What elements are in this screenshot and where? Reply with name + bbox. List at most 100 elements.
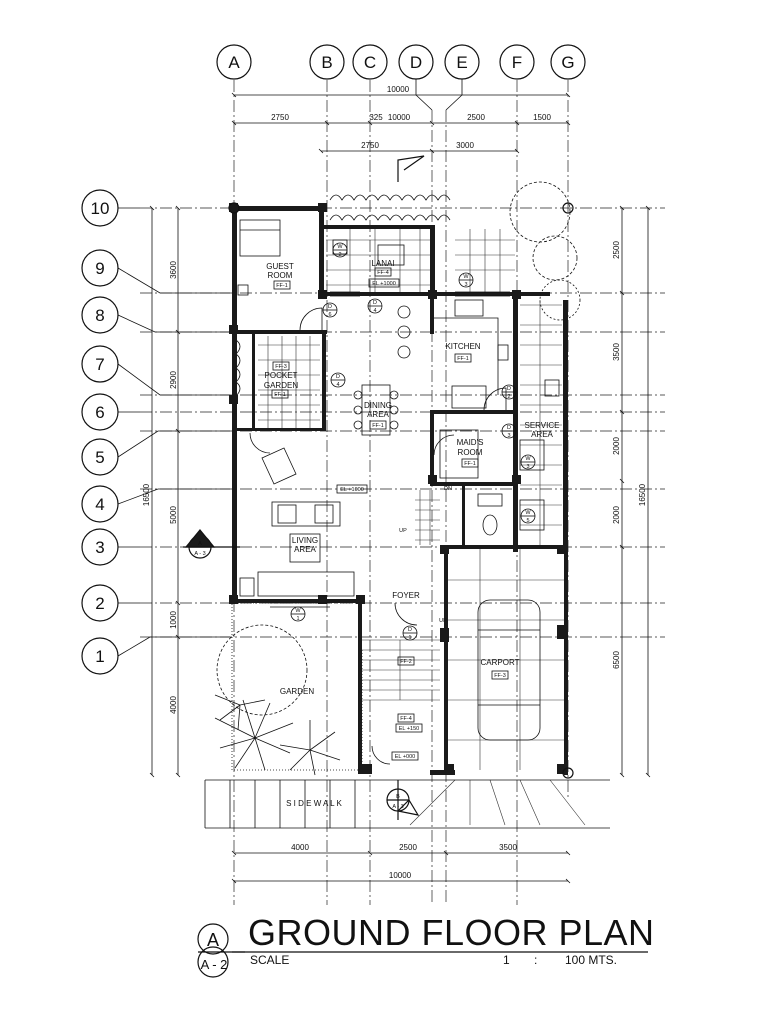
row-bubble-7: 7 bbox=[81, 345, 119, 383]
svg-text:4: 4 bbox=[95, 495, 104, 514]
svg-text:W: W bbox=[525, 510, 531, 516]
svg-text:7: 7 bbox=[95, 355, 104, 374]
room-guest-label-1: GUEST bbox=[266, 262, 294, 271]
drawing-title: GROUND FLOOR PLAN bbox=[248, 912, 655, 953]
door-tag: D 1 bbox=[402, 625, 418, 641]
room-carport-label: CARPORT bbox=[481, 658, 520, 667]
svg-text:5: 5 bbox=[95, 448, 104, 467]
furniture bbox=[237, 219, 560, 765]
svg-text:FF-1: FF-1 bbox=[276, 283, 288, 289]
door-tag: D 4 bbox=[367, 298, 383, 314]
svg-text:A: A bbox=[228, 53, 240, 72]
svg-text:B: B bbox=[321, 53, 332, 72]
svg-text:2: 2 bbox=[338, 252, 341, 258]
svg-text:2750: 2750 bbox=[271, 113, 289, 122]
svg-text:1: 1 bbox=[95, 647, 104, 666]
svg-text:D: D bbox=[336, 374, 340, 380]
right-dimensions: 2500 3500 2000 2000 6500 16500 bbox=[612, 205, 651, 778]
svg-text:6500: 6500 bbox=[612, 651, 621, 669]
svg-text:FF-2: FF-2 bbox=[400, 659, 412, 665]
svg-text:3: 3 bbox=[507, 433, 510, 439]
svg-text:10000: 10000 bbox=[388, 113, 411, 122]
svg-text:A: A bbox=[198, 541, 202, 547]
column-bubble-b: B bbox=[309, 44, 345, 80]
door-tag: D 6 bbox=[322, 302, 338, 318]
room-pocket-label-1: POCKET bbox=[265, 371, 298, 380]
room-living-label-2: AREA bbox=[294, 545, 316, 554]
row-bubble-2: 2 bbox=[81, 584, 119, 622]
row-bubble-8: 8 bbox=[81, 296, 119, 334]
title-block: A A - 2 GROUND FLOOR PLAN SCALE 1 : 100 … bbox=[197, 912, 655, 978]
svg-text:E: E bbox=[456, 53, 467, 72]
svg-text:3500: 3500 bbox=[499, 843, 517, 852]
svg-text:5: 5 bbox=[526, 518, 529, 524]
svg-text:FF-1: FF-1 bbox=[274, 392, 286, 398]
row-bubble-6: 6 bbox=[81, 393, 119, 431]
svg-text:B: B bbox=[396, 794, 400, 800]
window-tag: W 1 bbox=[290, 606, 306, 622]
row-bubbles: 10 9 8 7 6 5 4 3 bbox=[81, 189, 119, 675]
section-mark-b: B A - 3 bbox=[386, 780, 420, 820]
svg-text:EL +1000: EL +1000 bbox=[340, 487, 364, 493]
svg-text:10000: 10000 bbox=[387, 85, 410, 94]
title-sheet-ref: A - 2 bbox=[201, 957, 228, 972]
scale-colon: : bbox=[534, 953, 537, 967]
svg-text:4: 4 bbox=[373, 308, 376, 314]
svg-text:1: 1 bbox=[408, 635, 411, 641]
grid-lines bbox=[140, 80, 665, 905]
svg-text:2500: 2500 bbox=[467, 113, 485, 122]
row-bubble-3: 3 bbox=[81, 528, 119, 566]
svg-text:EL +150: EL +150 bbox=[399, 726, 419, 732]
svg-text:3: 3 bbox=[526, 464, 529, 470]
svg-text:8: 8 bbox=[95, 306, 104, 325]
svg-text:3: 3 bbox=[95, 538, 104, 557]
room-maids-label-1: MAID'S bbox=[457, 438, 484, 447]
top-dimensions: 10000 2750 325 10000 2500 1500 2750 3000 bbox=[231, 85, 571, 154]
door-tag: D 2 bbox=[501, 384, 517, 400]
svg-text:FF-1: FF-1 bbox=[457, 356, 469, 362]
svg-text:2750: 2750 bbox=[361, 141, 379, 150]
svg-text:2500: 2500 bbox=[399, 843, 417, 852]
tile-patterns bbox=[258, 229, 586, 826]
svg-text:W: W bbox=[337, 244, 343, 250]
svg-text:2900: 2900 bbox=[169, 371, 178, 389]
svg-text:2: 2 bbox=[507, 394, 510, 400]
row-bubble-4: 4 bbox=[81, 485, 119, 523]
svg-text:FF-1: FF-1 bbox=[372, 423, 384, 429]
scale-label: SCALE bbox=[250, 953, 289, 967]
svg-text:2000: 2000 bbox=[612, 506, 621, 524]
room-labels: GUEST ROOM LANAI POCKET GARDEN KITCHEN D… bbox=[264, 259, 560, 808]
window-tag: W 3 bbox=[520, 454, 536, 470]
svg-text:C: C bbox=[364, 53, 376, 72]
svg-text:W: W bbox=[525, 456, 531, 462]
column-bubble-c: C bbox=[352, 44, 388, 80]
room-guest-label-2: ROOM bbox=[268, 271, 293, 280]
svg-text:FF-4: FF-4 bbox=[400, 716, 412, 722]
svg-text:16500: 16500 bbox=[142, 483, 151, 506]
row-bubble-10: 10 bbox=[81, 189, 119, 227]
svg-text:3500: 3500 bbox=[612, 343, 621, 361]
sidewalk bbox=[204, 779, 610, 829]
svg-text:D: D bbox=[507, 425, 511, 431]
svg-text:A - 3: A - 3 bbox=[194, 551, 205, 557]
svg-text:2000: 2000 bbox=[612, 437, 621, 455]
svg-text:3000: 3000 bbox=[456, 141, 474, 150]
svg-text:EL +1000: EL +1000 bbox=[372, 281, 396, 287]
svg-text:D: D bbox=[328, 304, 332, 310]
svg-text:A - 3: A - 3 bbox=[392, 804, 403, 810]
room-service-label-2: AREA bbox=[531, 430, 553, 439]
svg-text:6: 6 bbox=[95, 403, 104, 422]
svg-text:2500: 2500 bbox=[612, 241, 621, 259]
svg-text:FF-1: FF-1 bbox=[464, 461, 476, 467]
column-bubbles: A B C D E F G bbox=[216, 44, 586, 80]
scale-left: 1 bbox=[503, 953, 510, 967]
svg-text:4: 4 bbox=[336, 382, 339, 388]
scale-right: 100 MTS. bbox=[565, 953, 617, 967]
room-maids-label-2: ROOM bbox=[458, 448, 483, 457]
door-tag: D 4 bbox=[330, 372, 346, 388]
section-mark-a: A A - 3 bbox=[183, 529, 240, 559]
svg-text:3600: 3600 bbox=[169, 261, 178, 279]
svg-text:2: 2 bbox=[95, 594, 104, 613]
svg-text:W: W bbox=[463, 274, 469, 280]
svg-text:5000: 5000 bbox=[169, 506, 178, 524]
